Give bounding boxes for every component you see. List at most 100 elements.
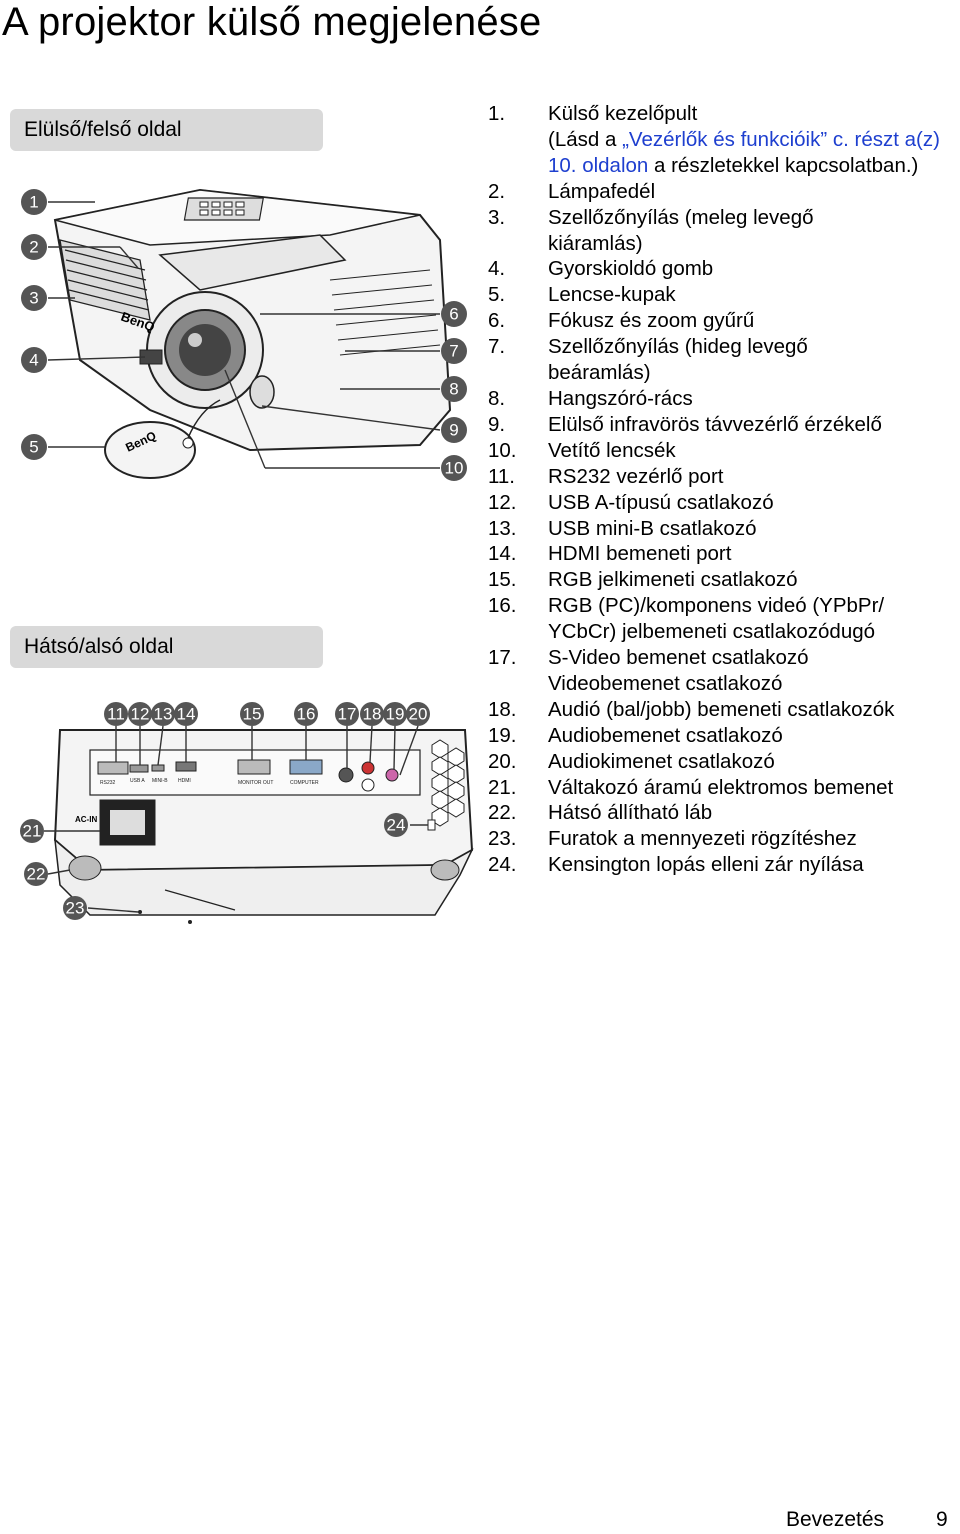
list-item: 15.RGB jelkimeneti csatlakozó [488, 568, 798, 592]
svg-text:21: 21 [23, 822, 42, 841]
callout-12: 12 [128, 702, 152, 726]
hdmi-port [175, 761, 197, 772]
callout-13: 13 [151, 702, 175, 726]
svg-text:8: 8 [449, 380, 458, 399]
svg-text:9: 9 [449, 421, 458, 440]
kensington-slot [427, 819, 436, 831]
svg-text:23: 23 [66, 899, 85, 918]
callout-1: 1 [21, 189, 47, 215]
callout-9: 9 [441, 417, 467, 443]
ceiling-mount-holes [164, 889, 236, 911]
lens-cap [104, 421, 196, 479]
lamp-cover [158, 234, 347, 291]
audio-out-port [385, 768, 399, 782]
svg-text:1: 1 [29, 193, 38, 212]
list-item: 6.Fókusz és zoom gyűrű [488, 309, 755, 333]
hot-air-vent [59, 239, 151, 321]
callout-15: 15 [240, 702, 264, 726]
svg-text:13: 13 [154, 705, 173, 724]
callout-8: 8 [441, 376, 467, 402]
callout-19: 19 [383, 702, 407, 726]
callout-20: 20 [406, 702, 430, 726]
list-item: 4.Gyorskioldó gomb [488, 257, 714, 281]
svg-text:19: 19 [386, 705, 405, 724]
page-title: A projektor külső megjelenése [2, 0, 542, 44]
rear-adjuster-foot [68, 855, 102, 881]
section-heading-front-top: Elülső/felső oldal [10, 109, 323, 151]
callout-24: 24 [384, 813, 408, 837]
rs232-label: RS232 [100, 780, 116, 786]
list-item-reference: (Lásd a „Vezérlők és funkcióik” c. részt… [548, 127, 940, 177]
callout-6: 6 [441, 301, 467, 327]
footer-section-name: Bevezetés [786, 1508, 885, 1531]
callout-3: 3 [21, 285, 47, 311]
rs232-port [97, 761, 129, 775]
svg-text:24: 24 [387, 816, 406, 835]
list-item: 1. Külső kezelőpult [488, 102, 698, 125]
computer-in-port [289, 759, 323, 775]
callout-14: 14 [174, 702, 198, 726]
svg-text:11: 11 [107, 705, 125, 724]
list-item: 21.Váltakozó áramú elektromos bemenet [488, 775, 894, 799]
callout-21: 21 [20, 819, 44, 843]
list-item: 24.Kensington lopás elleni zár nyílása [488, 853, 864, 877]
svg-text:12: 12 [131, 705, 150, 724]
svg-text:6: 6 [449, 305, 458, 324]
mini-b-port [151, 764, 165, 772]
list-item: 9.Elülső infravörös távvezérlő érzékelő [488, 412, 882, 436]
monitor-out-port [237, 759, 271, 775]
usb-a-port [129, 764, 149, 773]
svg-text:20: 20 [409, 705, 428, 724]
monitor-out-label: MONITOR OUT [238, 780, 273, 786]
callout-23: 23 [63, 896, 87, 920]
callout-2: 2 [21, 234, 47, 260]
list-item: 2.Lámpafedél [488, 179, 656, 203]
svg-text:7: 7 [449, 342, 458, 361]
list-item: 10.Vetítő lencsék [488, 438, 676, 462]
svg-text:18: 18 [363, 705, 382, 724]
rear-vent [431, 739, 465, 827]
ac-in-label: AC-IN [75, 815, 97, 824]
svg-text:5: 5 [29, 438, 38, 457]
svg-text:14: 14 [177, 705, 196, 724]
svg-text:15: 15 [243, 705, 262, 724]
svg-text:2: 2 [29, 238, 38, 257]
parts-list: 1. Külső kezelőpult (Lásd a „Vezérlők és… [488, 101, 958, 878]
callout-10: 10 [441, 455, 467, 481]
section-heading-rear-bottom: Hátsó/alsó oldal [10, 626, 323, 668]
list-item: 12.USB A-típusú csatlakozó [488, 490, 774, 514]
callout-22: 22 [24, 862, 48, 886]
list-item: 18.Audió (bal/jobb) bemeneti csatlakozók [488, 697, 895, 721]
svg-text:3: 3 [29, 289, 38, 308]
list-item: 8.Hangszóró-rács [488, 386, 693, 410]
mini-b-label: MINI-B [152, 778, 168, 784]
audio-in-port [361, 778, 375, 792]
callout-11: 11 [104, 702, 128, 726]
front-projector-illustration: BenQ BenQ 1 2 3 4 5 6 7 8 9 10 [0, 160, 480, 520]
callout-4: 4 [21, 347, 47, 373]
s-video-port [338, 767, 354, 783]
svg-text:4: 4 [29, 351, 38, 370]
ir-sensor [249, 375, 275, 409]
list-item: 5.Lencse-kupak [488, 283, 676, 307]
list-item: 23.Furatok a mennyezeti rögzítéshez [488, 827, 857, 851]
rear-projector-illustration: RS232 USB A MINI-B HDMI MONITOR OUT COMP… [0, 690, 480, 950]
usb-a-label: USB A [130, 778, 145, 784]
callout-16: 16 [294, 702, 318, 726]
svg-text:10: 10 [445, 459, 464, 478]
callout-18: 18 [360, 702, 384, 726]
computer-label: COMPUTER [290, 780, 319, 786]
footer-page-number: 9 [936, 1508, 948, 1531]
list-item: 14.HDMI bemeneti port [488, 542, 732, 566]
list-item: 16.RGB (PC)/komponens videó (YPbPr/YCbCr… [488, 594, 885, 644]
audio-l-r-port [361, 761, 375, 775]
list-item: 13.USB mini-B csatlakozó [488, 516, 757, 540]
control-panel [183, 197, 265, 221]
controls-link[interactable]: „Vezérlők és funkcióik” c. részt a(z) 10… [548, 127, 940, 177]
speaker-grille [329, 269, 441, 356]
svg-text:17: 17 [338, 705, 357, 724]
callout-5: 5 [21, 434, 47, 460]
